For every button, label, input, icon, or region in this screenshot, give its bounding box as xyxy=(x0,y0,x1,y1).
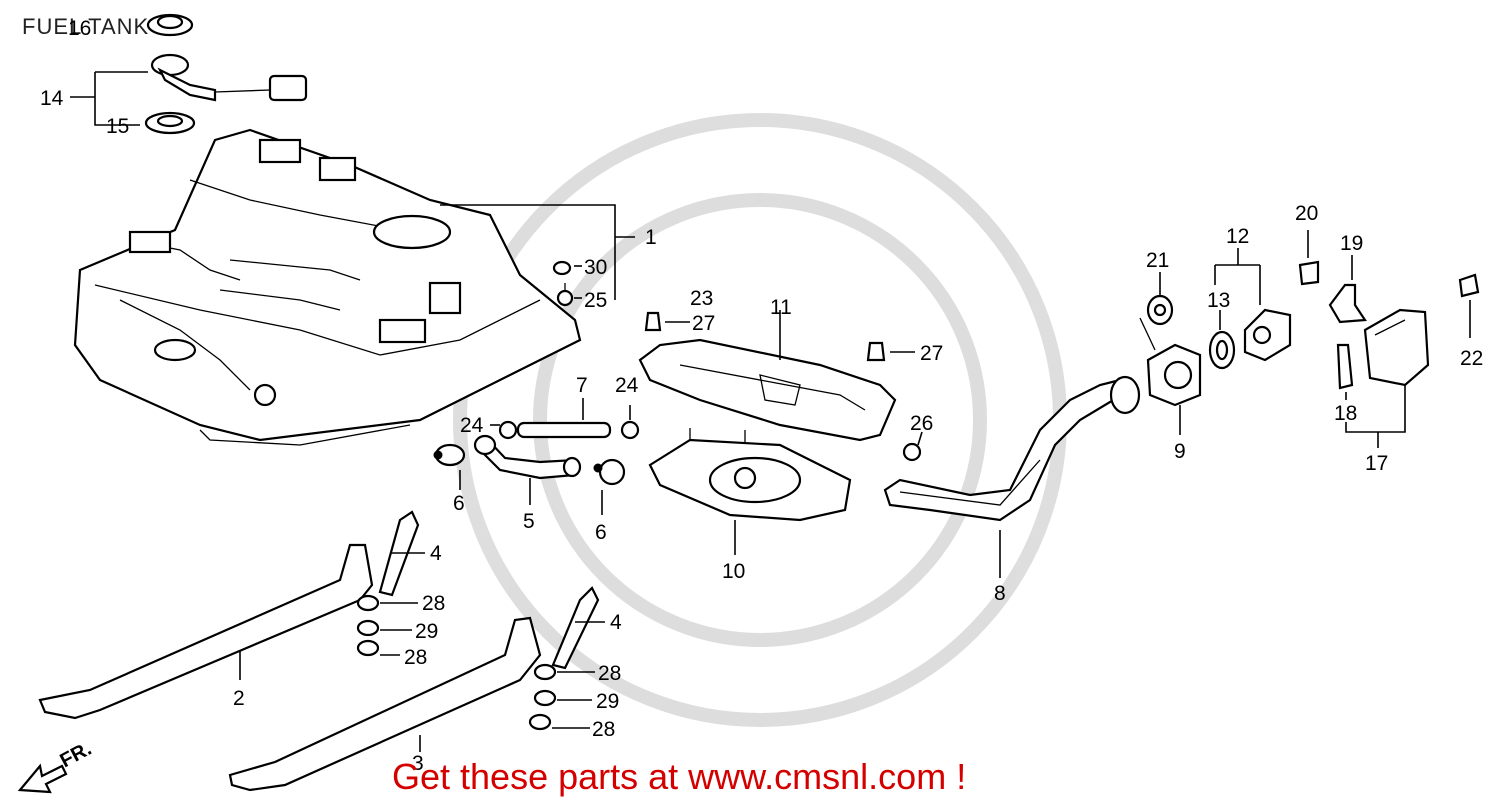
callout-6a: 6 xyxy=(453,492,465,515)
footer-promo-text: Get these parts at www.cmsnl.com ! xyxy=(392,756,967,797)
callout-7: 7 xyxy=(576,374,588,397)
gauge-unit xyxy=(70,13,308,135)
callout-4b: 4 xyxy=(610,611,622,634)
callout-28c: 28 xyxy=(598,662,621,685)
pump-gasket xyxy=(648,428,852,555)
callout-3: 3 xyxy=(412,752,424,775)
callout-9: 9 xyxy=(1174,440,1186,463)
callout-2: 2 xyxy=(233,687,245,710)
callout-28d: 28 xyxy=(592,718,615,741)
callout-24b: 24 xyxy=(615,374,639,397)
callout-19: 19 xyxy=(1340,232,1363,255)
callout-13: 13 xyxy=(1207,289,1230,312)
callout-16: 16 xyxy=(68,17,91,40)
callout-labels: 1 2 3 4 4 5 6 6 7 8 9 10 11 12 13 14 15 … xyxy=(40,17,1483,775)
callout-22: 22 xyxy=(1460,347,1483,370)
callout-14: 14 xyxy=(40,87,64,110)
callout-4a: 4 xyxy=(430,542,442,565)
diagram-title: FUEL TANK xyxy=(22,14,150,39)
nuts-washers xyxy=(356,594,595,731)
callout-23: 23 xyxy=(690,287,713,310)
callout-26: 26 xyxy=(910,412,933,435)
fasteners-30-25 xyxy=(440,204,635,307)
tank-straps xyxy=(38,510,605,792)
watermark xyxy=(453,113,1067,727)
callout-28b: 28 xyxy=(404,646,427,669)
callout-29a: 29 xyxy=(415,620,438,643)
callout-5: 5 xyxy=(523,510,535,533)
callout-24a: 24 xyxy=(460,414,484,437)
callout-27a: 27 xyxy=(692,312,715,335)
fuel-lid-parts xyxy=(1298,230,1480,448)
callout-30: 30 xyxy=(584,256,607,279)
callout-27b: 27 xyxy=(920,342,943,365)
callout-6b: 6 xyxy=(595,521,607,544)
callout-11: 11 xyxy=(770,296,792,319)
callout-21: 21 xyxy=(1146,249,1169,272)
callout-18: 18 xyxy=(1334,402,1357,425)
callout-17: 17 xyxy=(1365,452,1388,475)
callout-20: 20 xyxy=(1295,202,1318,225)
callout-15: 15 xyxy=(106,115,129,138)
callout-29b: 29 xyxy=(596,690,619,713)
callout-1: 1 xyxy=(645,226,657,249)
bolts xyxy=(644,311,923,462)
fuel-tank xyxy=(73,128,582,446)
callout-8: 8 xyxy=(994,582,1006,605)
callout-25: 25 xyxy=(584,289,607,312)
callout-12: 12 xyxy=(1226,225,1249,248)
hoses-clamps xyxy=(433,398,640,515)
callout-10: 10 xyxy=(722,560,745,583)
front-direction-arrow xyxy=(17,763,68,794)
filler-pipe xyxy=(883,375,1141,578)
filler-neck-parts xyxy=(1139,248,1292,435)
callout-28a: 28 xyxy=(422,592,445,615)
pump-cover xyxy=(638,310,897,442)
